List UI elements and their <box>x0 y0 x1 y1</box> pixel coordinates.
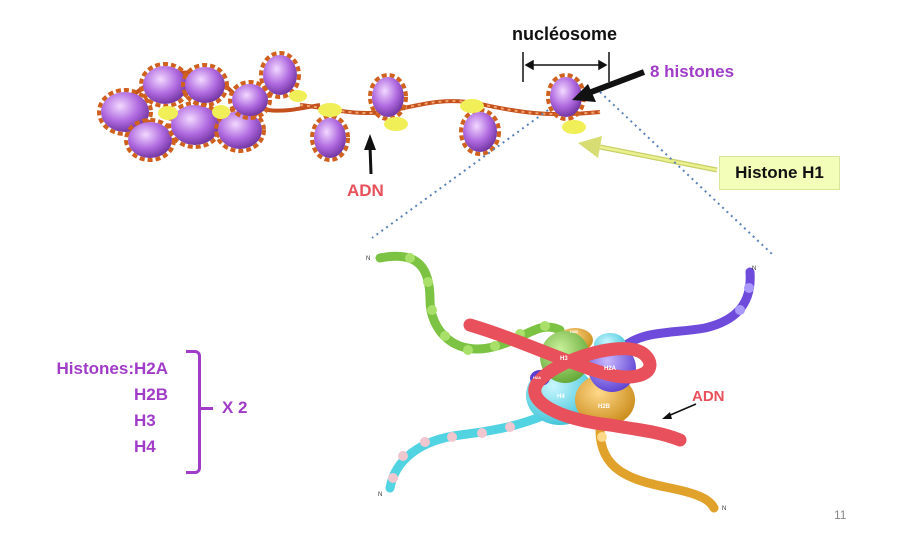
h2a-label: H2A <box>604 366 617 372</box>
histone-h1-label: Histone H1 <box>719 156 840 190</box>
h3-label: H3 <box>560 356 568 362</box>
histone-item: H2B <box>134 385 169 404</box>
histone-item: H2A <box>134 359 169 378</box>
n-terminus-label: N <box>752 266 756 272</box>
h2b-small-label: H2B <box>570 329 578 334</box>
adn-label-top: ADN <box>347 181 384 200</box>
nucleosome-bead <box>459 108 501 156</box>
page-number: 11 <box>834 508 847 522</box>
h2b-label: H2B <box>598 404 611 410</box>
n-terminus-label: N <box>722 506 726 512</box>
nucleosome-label: nucléosome <box>512 24 618 44</box>
arrow-to-histone-h1 <box>578 136 718 173</box>
condensed-nucleosomes <box>97 51 307 162</box>
zoom-lines <box>371 91 773 255</box>
histones-row: H2B <box>40 382 184 408</box>
histones-row: Histones:H2A <box>40 356 184 382</box>
histones-row: H4 <box>40 434 184 460</box>
nucleosome-model: H3 H2A H2B H4 H2A H2B N N N N <box>366 251 756 513</box>
histone-item: H4 <box>134 437 156 456</box>
h3-tail <box>375 251 565 354</box>
histone-h1-text: Histone H1 <box>735 163 824 182</box>
dna-ribbon <box>463 318 687 447</box>
chromatin-fiber <box>97 51 601 162</box>
nucleosome-bead <box>310 114 350 162</box>
nucleosome-bead <box>368 73 408 121</box>
histone-item: H3 <box>134 411 156 430</box>
h4-tail <box>385 410 550 493</box>
times-two-label: X 2 <box>222 398 248 417</box>
histones-prefix: Histones: <box>56 359 134 378</box>
n-terminus-label: N <box>378 492 382 498</box>
histones-bracket <box>186 350 201 474</box>
h2a-tail <box>615 267 755 355</box>
h2b-tail <box>595 425 719 513</box>
adn-label-bottom: ADN <box>692 388 725 405</box>
eight-histones-label: 8 histones <box>650 62 735 81</box>
nucleosome-width-bracket <box>522 52 610 82</box>
arrow-to-histones <box>572 69 646 102</box>
histones-bracket-tick <box>201 407 213 410</box>
arrow-to-adn <box>364 134 376 175</box>
h4-label: H4 <box>557 394 565 400</box>
arrow-to-dna-ribbon <box>662 403 697 419</box>
n-terminus-label: N <box>366 256 370 262</box>
histones-row: H3 <box>40 408 184 434</box>
h2a-small-label: H2A <box>533 375 541 380</box>
histones-list: Histones:H2A H2B H3 H4 <box>40 356 184 460</box>
